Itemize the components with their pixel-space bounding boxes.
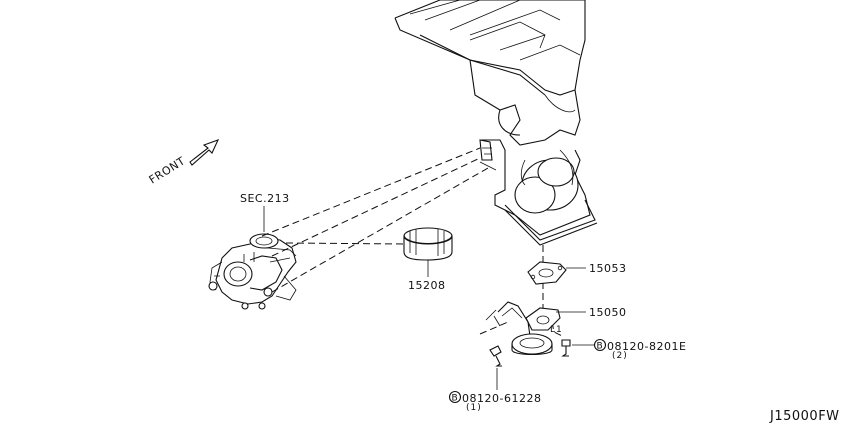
engine-block	[394, 0, 598, 246]
gasket-15053: 15053	[527, 261, 627, 285]
bolt-61228-prefix: B	[452, 394, 459, 404]
front-label: FRONT	[147, 154, 188, 186]
p15050-label: 15050	[589, 306, 627, 319]
diagram-id: J15000FW	[769, 409, 840, 424]
alignment-lines	[261, 147, 563, 337]
bolt-8201e-prefix: B	[597, 342, 604, 352]
oil-strainer-15050: 15050 L1	[485, 301, 627, 356]
bolt-8201e-qty: (2)	[612, 351, 628, 361]
oil-filter-bracket: SEC.213	[208, 192, 297, 310]
bolt-8201e-label: 08120-8201E	[607, 340, 686, 353]
bolt-8201e: B 08120-8201E (2)	[561, 338, 686, 361]
bolt-8201e-b-icon	[593, 338, 607, 352]
sec213-label: SEC.213	[240, 192, 290, 205]
oil-filter-15208: 15208	[403, 227, 453, 292]
bolt-61228-b-icon	[448, 390, 462, 404]
front-arrow: FRONT	[147, 139, 220, 187]
bolt-61228: B 08120-61228 (1)	[448, 345, 541, 413]
p15053-label: 15053	[589, 262, 627, 275]
l1-label: L1	[550, 325, 563, 335]
bolt-61228-label: 08120-61228	[462, 392, 541, 405]
p15208-label: 15208	[408, 279, 446, 292]
bolt-61228-qty: (1)	[466, 403, 482, 413]
